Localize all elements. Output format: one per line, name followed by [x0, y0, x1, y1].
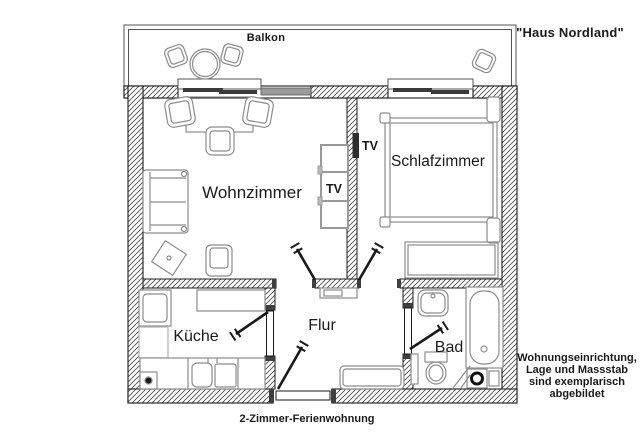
disclaimer-line-4: abgebildet: [549, 388, 604, 400]
side-table-dot: [166, 255, 172, 261]
kitchen-label: Küche: [173, 328, 218, 345]
wall-tv-label: TV: [362, 139, 379, 153]
house-name-label: "Haus Nordland": [516, 25, 624, 40]
balcony-chair: [220, 43, 244, 67]
balcony-furniture: [163, 43, 497, 80]
living-furniture: [142, 96, 349, 277]
disclaimer-line-3: sind exemplarisch: [529, 376, 625, 388]
dining-chair: [242, 96, 274, 128]
living-room-door: [290, 242, 317, 281]
nightstand: [486, 217, 501, 244]
dining-chair: [205, 126, 235, 156]
disclaimer-text: Wohnungseinrichtung, Lage und Massstab s…: [517, 352, 637, 400]
wardrobe: [404, 241, 499, 279]
kitchen-door: [229, 310, 274, 357]
sofa: [142, 169, 189, 234]
living-window: [260, 87, 312, 96]
hall-bench: [339, 365, 405, 390]
balcony-chair: [163, 43, 189, 69]
fridge: [138, 289, 172, 327]
board-tv-label: TV: [326, 182, 343, 196]
bedroom-window: [387, 78, 474, 94]
cabinet: [138, 326, 169, 359]
bath-door: [404, 307, 449, 355]
bedroom-furniture: [379, 96, 501, 279]
corner-screen: [452, 365, 471, 389]
nightstand: [486, 96, 501, 123]
plan-caption: 2-Zimmer-Ferienwohnung: [239, 413, 374, 425]
hall-furniture: [319, 287, 405, 390]
balcony-chair: [471, 48, 497, 74]
living-room-label: Wohnzimmer: [202, 183, 302, 202]
armchair: [205, 244, 233, 277]
balcony-label: Balkon: [247, 32, 285, 44]
hall-shelf: [319, 287, 358, 299]
tv-lowboard: [317, 144, 349, 229]
wall-tv: [352, 133, 359, 158]
double-bed: [379, 112, 498, 228]
bathtub: [465, 286, 504, 369]
stove-unit: [139, 371, 158, 390]
counter-bottom: [139, 357, 266, 390]
towel-radiator: [410, 353, 419, 385]
sink: [191, 362, 213, 388]
balcony-door: [177, 78, 262, 94]
washing-machine: [466, 368, 500, 389]
counter-top: [196, 289, 266, 312]
bath-furniture: [410, 286, 504, 389]
bath-sink: [417, 289, 449, 317]
bedroom-label: Schlafzimmer: [391, 153, 485, 170]
dining-chair: [164, 96, 196, 128]
kitchen-furniture: [138, 289, 266, 390]
toilet: [424, 351, 448, 385]
bath-label: Bad: [435, 339, 463, 356]
entrance-door: [275, 340, 331, 401]
disclaimer-line-1: Wohnungseinrichtung,: [517, 352, 637, 364]
bedroom-door: [357, 242, 384, 281]
hall-label: Flur: [308, 317, 336, 334]
disclaimer-line-2: Lage und Massstab: [526, 364, 628, 376]
wall-end-blocks: [265, 279, 413, 403]
